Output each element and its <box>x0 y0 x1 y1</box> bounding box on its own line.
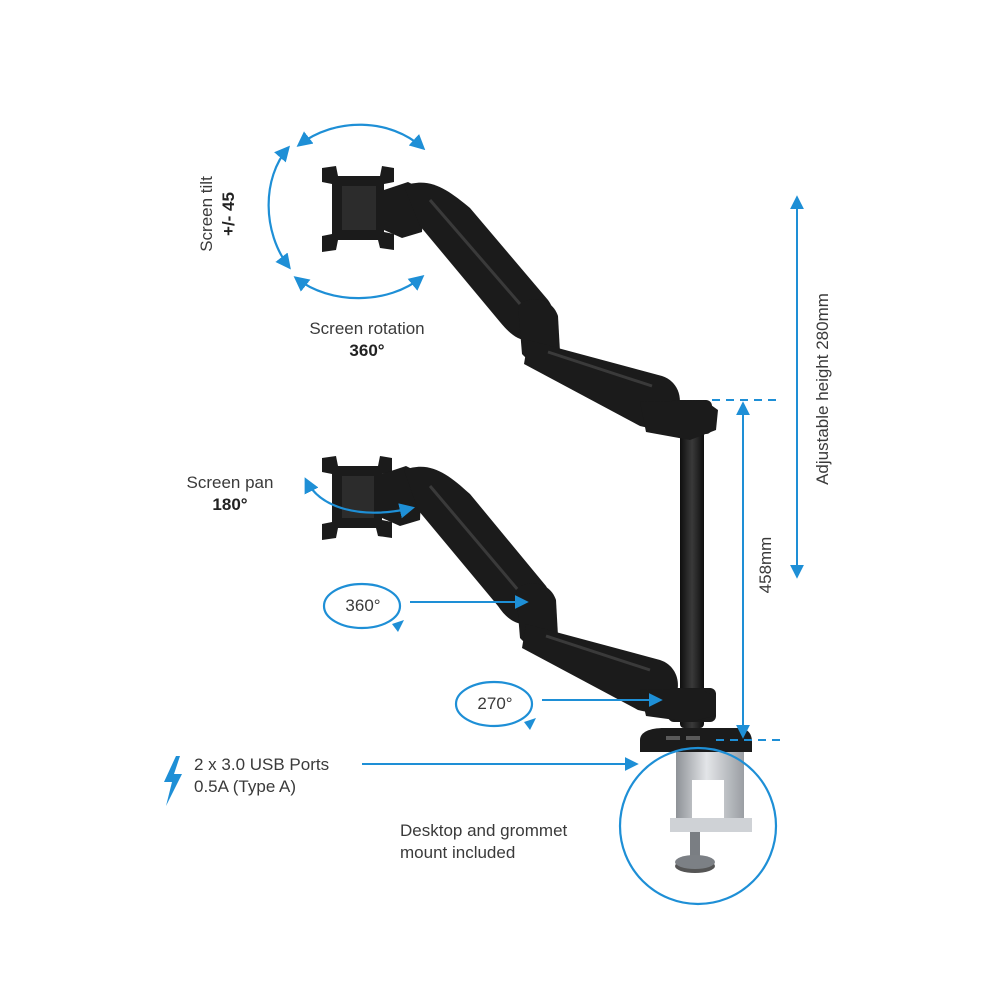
usb-port <box>666 736 680 740</box>
desk-clamp <box>670 752 752 873</box>
pole-height-label: 458mm <box>756 536 775 594</box>
mount-line-1: Desktop and grommet <box>400 821 568 840</box>
screen-rotation-bottom-arc <box>293 275 425 300</box>
screen-pan-value: 180° <box>212 495 248 514</box>
base-joint-rotation-arrowtip <box>524 718 536 730</box>
screen-pan-label: Screen pan 180° <box>168 472 292 516</box>
screen-rotation-label: Screen rotation 360° <box>282 318 452 362</box>
screen-tilt-arc <box>267 145 291 270</box>
lightning-bolt-icon <box>164 756 182 806</box>
mount-highlight-circle <box>618 746 778 906</box>
arm-joint-rotation-ellipse <box>322 582 402 630</box>
screen-tilt-title: Screen tilt <box>197 176 216 252</box>
arm-joint-rotation-arrowtip <box>392 620 404 632</box>
pole <box>680 408 704 728</box>
screen-rotation-title: Screen rotation <box>309 319 425 338</box>
screen-rotation-top-arc <box>296 123 426 151</box>
usb-amperage-line: 0.5A (Type A) <box>194 777 297 796</box>
upper-arm <box>322 166 718 440</box>
screen-tilt-value: +/- 45 <box>219 192 238 236</box>
screen-pan-arc <box>304 477 416 519</box>
screen-pan-title: Screen pan <box>186 473 274 492</box>
base-joint-rotation-label: 270° <box>477 694 513 713</box>
lower-arm <box>322 456 716 722</box>
base-joint-rotation-ellipse <box>454 680 534 728</box>
screen-tilt-label: Screen tilt +/- 45 <box>196 164 240 264</box>
mount-label: Desktop and grommet mount included <box>400 820 567 864</box>
usb-ports-line: 2 x 3.0 USB Ports <box>194 755 330 774</box>
mount-line-2: mount included <box>400 843 516 862</box>
adjustable-height-label: Adjustable height 280mm <box>813 293 832 485</box>
screen-rotation-value: 360° <box>349 341 385 360</box>
usb-label: 2 x 3.0 USB Ports 0.5A (Type A) <box>194 754 329 798</box>
arm-joint-rotation-label: 360° <box>345 596 381 615</box>
usb-port <box>686 736 700 740</box>
